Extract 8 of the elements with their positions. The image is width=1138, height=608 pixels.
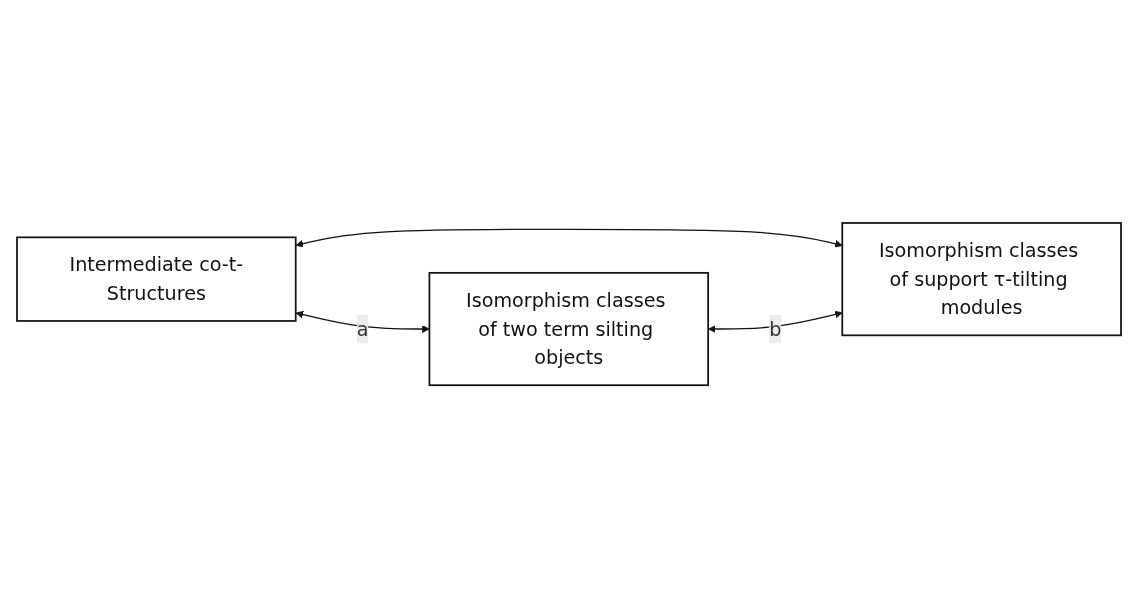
edge-label: a (356, 318, 369, 340)
node-box: Isomorphism classes of support τ-tilting modules (841, 222, 1122, 337)
arrow (295, 228, 843, 248)
node-box: Intermediate co-t-Structures (16, 236, 297, 322)
node-box: Isomorphism classes of two term silting objects (428, 271, 710, 386)
arrow (708, 310, 843, 333)
edge-label: b (769, 318, 782, 340)
arrow (295, 310, 430, 333)
